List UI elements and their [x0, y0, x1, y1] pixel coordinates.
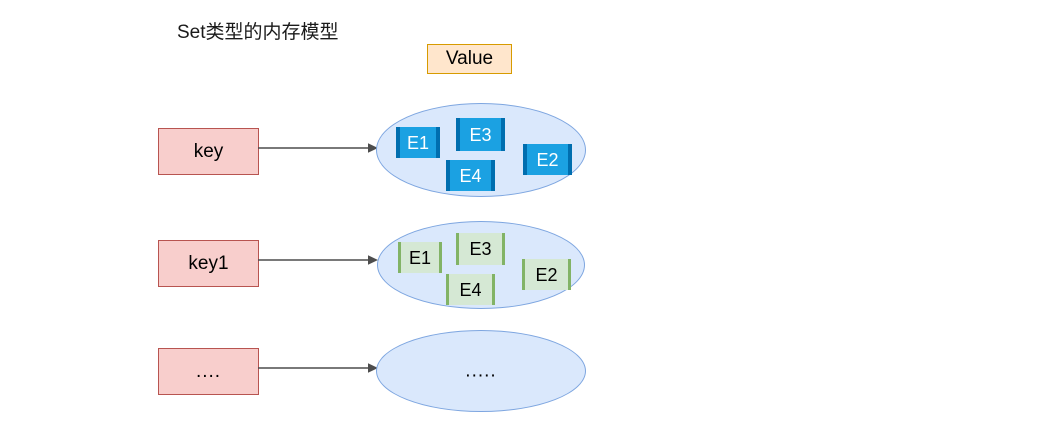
element-chip-row-2-3: E4 — [446, 274, 495, 305]
element-chip-row-2-2: E2 — [522, 259, 571, 290]
element-chip-row-2-1: E3 — [456, 233, 505, 265]
element-chip-row-1-2: E2 — [523, 144, 572, 175]
element-chip-row-1-3: E4 — [446, 160, 495, 191]
key-label-row-1: key — [193, 140, 224, 162]
element-chip-label: E1 — [408, 247, 432, 268]
arrow-row-1 — [258, 143, 378, 153]
element-chip-row-1-1: E3 — [456, 118, 505, 151]
key-label-row-3: .... — [195, 361, 222, 382]
key-box-row-2: key1 — [158, 240, 259, 287]
key-box-row-1: key — [158, 128, 259, 175]
key-label-row-2: key1 — [188, 252, 229, 274]
element-chip-label: E1 — [406, 132, 430, 153]
ellipse-placeholder-row-3: ..... — [465, 360, 497, 382]
element-chip-label: E4 — [459, 279, 482, 300]
value-ellipse-row-3: ..... — [376, 330, 586, 412]
page-title: Set类型的内存模型 — [177, 22, 339, 43]
element-chip-label: E2 — [535, 264, 558, 285]
arrow-row-3 — [258, 363, 378, 373]
value-ellipse-row-2: E1 E3 E2 E4 — [377, 221, 585, 309]
value-legend-label: Value — [445, 48, 494, 69]
element-chip-label: E4 — [459, 165, 482, 186]
value-ellipse-row-1: E1 E3 E2 E4 — [376, 103, 586, 197]
element-chip-label: E3 — [469, 239, 492, 259]
value-legend-box: Value — [427, 44, 512, 74]
arrow-row-2 — [258, 255, 378, 265]
element-chip-label: E3 — [469, 124, 492, 145]
element-chip-label: E2 — [536, 149, 559, 170]
element-chip-row-1-0: E1 — [396, 127, 440, 158]
element-chip-row-2-0: E1 — [398, 242, 442, 273]
key-box-row-3: .... — [158, 348, 259, 395]
